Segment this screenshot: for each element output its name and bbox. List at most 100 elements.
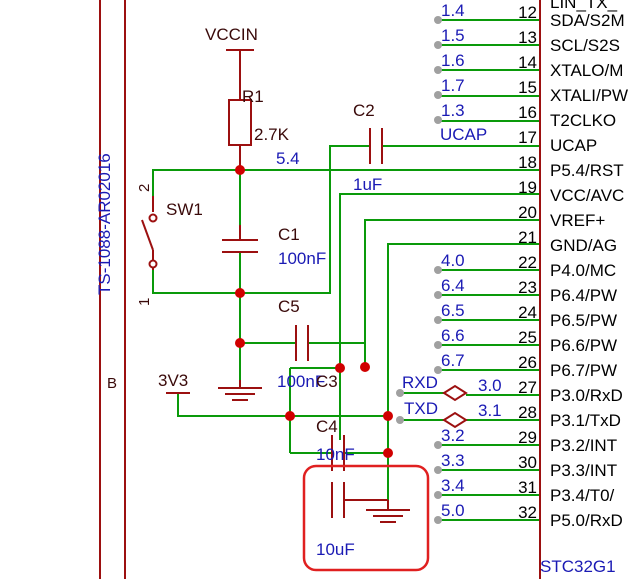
highlight-box: [302, 464, 430, 572]
ic-pin-name: P4.0/MC: [550, 261, 616, 280]
net-pin-dot: [434, 266, 442, 274]
resistor-r1: [228, 99, 252, 170]
net-pin-dot: [434, 116, 442, 124]
ic-pin-row: 24 P6.5/PW 6.5: [434, 301, 617, 330]
net-label: 6.4: [441, 276, 465, 295]
ic-pin-number: 22: [518, 253, 537, 272]
c2-ref: C2: [353, 101, 375, 120]
r1-value: 2.7K: [254, 125, 290, 144]
ic-pin-number: 12: [518, 3, 537, 22]
ic-pin-name: P6.5/PW: [550, 311, 617, 330]
ic-pin-name: P3.4/T0/: [550, 486, 615, 505]
net-pin-dot: [434, 66, 442, 74]
ic-pin-name: P6.4/PW: [550, 286, 617, 305]
net-pin-dot: [434, 516, 442, 524]
ic-pin-number: 27: [518, 378, 537, 397]
connector-ts1088: TS-1088-AR02016 B: [95, 0, 126, 579]
net-label: 3.0: [478, 376, 502, 395]
net-pin-dot: [434, 466, 442, 474]
ic-pin-row: 12 SDA/S2M 1.4: [434, 1, 625, 30]
ic-pin-number: 30: [518, 453, 537, 472]
net-pin-dot: [434, 316, 442, 324]
ground-symbol-main: [218, 380, 262, 401]
capacitor-c5: [295, 325, 309, 361]
net-pin-dot: [434, 366, 442, 374]
sw1-pin2: 2: [136, 184, 153, 192]
c4-value: 10nF: [316, 445, 355, 464]
ic-pin-name: SCL/S2S: [550, 36, 620, 55]
ic-part-label: STC32G1: [540, 557, 616, 576]
rxd-label: RXD: [402, 373, 438, 392]
ic-pin-name: P3.2/INT: [550, 436, 617, 455]
net-label: 3.1: [478, 401, 502, 420]
wire-sw1-top: [152, 169, 540, 196]
ic-pin-name: P5.0/RxD: [550, 511, 623, 530]
capacitor-c2: [369, 128, 383, 164]
ic-pin-name: UCAP: [550, 136, 597, 155]
net-pin-dot: [434, 16, 442, 24]
ic-pin-name: VCC/AVC: [550, 186, 624, 205]
ic-pin-row: 31 P3.4/T0/3.4: [434, 476, 615, 505]
ic-stc32g1: LIN_TX_ STC32G1: [539, 0, 618, 579]
c4-ref: C4: [316, 417, 338, 436]
ic-pin-name: P3.0/RxD: [550, 386, 623, 405]
ic-pin-row: 20 VREF+: [518, 203, 605, 230]
ic-pin-number: 24: [518, 303, 537, 322]
ic-pin-number: 21: [518, 228, 537, 247]
net-pin-dot: [434, 91, 442, 99]
ic-pin-name: SDA/S2M: [550, 11, 625, 30]
net-label: 1.6: [441, 51, 465, 70]
ic-pin-name: GND/AG: [550, 236, 617, 255]
ic-pin-number: 16: [518, 103, 537, 122]
wires: [152, 19, 540, 521]
ic-pin-number: 13: [518, 28, 537, 47]
net-label: 1.5: [441, 26, 465, 45]
net-label: 1.7: [441, 76, 465, 95]
r1-ref: R1: [242, 87, 264, 106]
ic-pin-name: P3.3/INT: [550, 461, 617, 480]
net-label: 6.6: [441, 326, 465, 345]
net-label: 3.4: [441, 476, 465, 495]
ic-pin-name: P6.7/PW: [550, 361, 617, 380]
net-pin-dot: [434, 491, 442, 499]
vccin-label: VCCIN: [205, 25, 258, 44]
ic-pin-name: P5.4/RST: [550, 161, 624, 180]
ic-pin-row: 27 P3.0/RxD 3.0: [478, 376, 623, 405]
v3v3-label: 3V3: [158, 371, 188, 390]
wire-vcc-pin19: [339, 193, 540, 440]
c5-value: 100nF: [277, 372, 325, 391]
net-label: 1.4: [441, 1, 465, 20]
c1-ref: C1: [278, 225, 300, 244]
ic-pin-number: 20: [518, 203, 537, 222]
net-label: 6.7: [441, 351, 465, 370]
c2-value: 1uF: [353, 175, 382, 194]
c6-value: 10uF: [316, 540, 355, 559]
ic-pin-number: 23: [518, 278, 537, 297]
net-label: 6.5: [441, 301, 465, 320]
switch-sw1: [141, 196, 158, 270]
ic-pin-name: P6.6/PW: [550, 336, 617, 355]
ic-pin-number: 31: [518, 478, 537, 497]
sw1-pin1: 1: [136, 298, 153, 306]
wire-3v3: [177, 393, 388, 417]
ic-top-cut-label: LIN_TX_: [550, 0, 618, 12]
c3-ref: C3: [316, 372, 338, 391]
ic-pin-name: XTALO/M: [550, 61, 623, 80]
ic-pin-number: 17: [518, 128, 537, 147]
wire-vref-pin20: [364, 219, 540, 367]
wire-sw1-bottom: [152, 145, 370, 294]
net-label-5-4: 5.4: [276, 149, 300, 168]
ic-pin-name: VREF+: [550, 211, 605, 230]
